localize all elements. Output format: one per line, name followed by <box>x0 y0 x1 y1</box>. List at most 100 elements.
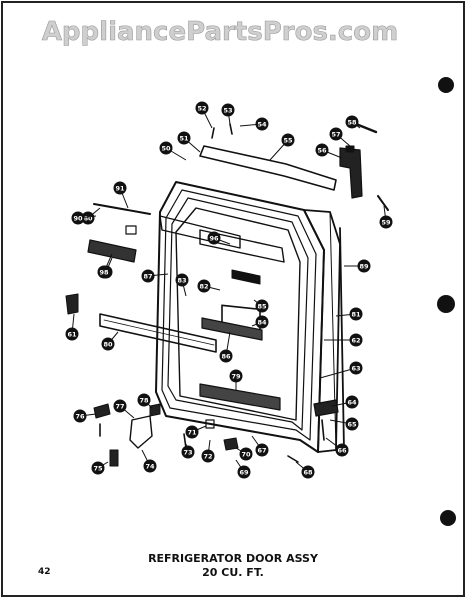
callout-bubble-58 <box>345 115 359 129</box>
callout-bubble-89 <box>357 259 371 273</box>
bottom-hinge-bracket <box>313 399 339 417</box>
inner-liner <box>175 207 301 421</box>
callout-74: 74 <box>141 449 157 473</box>
dairy-door-trim <box>231 269 261 285</box>
callout-number-63: 63 <box>351 364 360 372</box>
egg-tray <box>87 239 137 263</box>
callout-number-80: 80 <box>103 340 113 348</box>
left-bracket <box>65 293 79 315</box>
callout-98: 98 <box>97 253 113 279</box>
callout-65: 65 <box>329 417 359 431</box>
callout-bubble-68 <box>301 465 315 479</box>
callout-number-71: 71 <box>187 428 197 436</box>
callout-bubble-91 <box>113 181 127 195</box>
callout-number-75: 75 <box>93 464 103 472</box>
callout-bubble-67 <box>255 443 269 457</box>
callout-bubble-73 <box>181 445 195 459</box>
callout-bubble-74 <box>143 459 157 473</box>
callout-56: 56 <box>315 143 343 159</box>
callout-number-60: 60 <box>83 214 93 222</box>
callout-number-58: 58 <box>347 118 357 126</box>
callout-bubble-53 <box>221 103 235 117</box>
callout-72: 72 <box>201 439 215 463</box>
callout-86: 86 <box>219 331 233 363</box>
callout-61: 61 <box>65 313 79 341</box>
callout-bubble-71 <box>185 425 199 439</box>
callout-bubble-79 <box>229 369 243 383</box>
callout-bubble-87 <box>141 269 155 283</box>
door-shelf-lower <box>199 383 281 411</box>
callout-bubble-54 <box>255 117 269 131</box>
page-number: 42 <box>38 567 51 577</box>
callout-bubble-84 <box>255 315 269 329</box>
callout-number-77: 77 <box>115 402 124 410</box>
callout-number-96: 96 <box>209 234 219 242</box>
shell-edge-line <box>329 211 337 451</box>
callout-number-90: 90 <box>73 214 83 222</box>
callout-bubble-52 <box>195 101 209 115</box>
callout-bubble-85 <box>255 299 269 313</box>
outer-door-shell-side <box>303 209 341 453</box>
callout-number-65: 65 <box>347 420 357 428</box>
callout-90: 90 <box>71 211 97 225</box>
hinge-bolt <box>377 195 389 211</box>
callout-54: 54 <box>239 117 269 131</box>
callout-51: 51 <box>177 131 201 153</box>
hinge-screw <box>345 145 355 153</box>
callout-70: 70 <box>235 447 253 461</box>
callout-number-56: 56 <box>317 146 327 154</box>
callout-bubble-51 <box>177 131 191 145</box>
hinge-pin <box>354 122 378 134</box>
callout-55: 55 <box>269 133 295 161</box>
square-spacer <box>205 419 215 429</box>
diagram-title: REFRIGERATOR DOOR ASSY <box>148 552 319 565</box>
callout-64: 64 <box>331 395 359 409</box>
callout-bubble-50 <box>159 141 173 155</box>
callout-59: 59 <box>379 205 393 229</box>
door-closer-spring <box>109 449 119 467</box>
callout-number-67: 67 <box>257 446 266 454</box>
door-frame-third-line <box>167 197 309 431</box>
watermark: AppliancePartsPros.com <box>42 17 398 47</box>
top-screw-2 <box>211 127 215 139</box>
callout-69: 69 <box>235 459 251 479</box>
callout-number-78: 78 <box>139 396 149 404</box>
callout-bubble-66 <box>335 443 349 457</box>
callout-number-53: 53 <box>223 106 232 114</box>
callout-bubble-57 <box>329 127 343 141</box>
callout-number-89: 89 <box>359 262 369 270</box>
callout-bubble-63 <box>349 361 363 375</box>
callout-91: 91 <box>113 181 129 209</box>
callout-84: 84 <box>251 315 269 329</box>
exploded-drawing <box>65 122 389 467</box>
callout-number-52: 52 <box>197 104 206 112</box>
callout-number-81: 81 <box>351 310 361 318</box>
callout-89: 89 <box>344 259 371 273</box>
shelf-retainer-bar <box>93 203 151 215</box>
callout-number-86: 86 <box>221 352 231 360</box>
callout-number-87: 87 <box>143 272 152 280</box>
callout-number-73: 73 <box>183 448 192 456</box>
callout-bubble-59 <box>379 215 393 229</box>
callout-bubble-56 <box>315 143 329 157</box>
callout-bubble-55 <box>281 133 295 147</box>
callout-68: 68 <box>295 461 315 479</box>
callout-bubble-69 <box>237 465 251 479</box>
callout-87: 87 <box>141 269 169 283</box>
front-shelf-rail <box>99 313 217 353</box>
callout-96: 96 <box>207 231 231 245</box>
door-stop <box>93 403 111 419</box>
callout-bubble-62 <box>349 333 363 347</box>
diagram-subtitle: 20 CU. FT. <box>202 566 264 579</box>
callout-bubble-77 <box>113 399 127 413</box>
callout-63: 63 <box>319 361 363 379</box>
callout-62: 62 <box>324 333 363 347</box>
callout-bubble-83 <box>175 273 189 287</box>
callout-73: 73 <box>181 443 195 459</box>
callout-57: 57 <box>329 127 351 147</box>
top-screw <box>229 123 233 135</box>
